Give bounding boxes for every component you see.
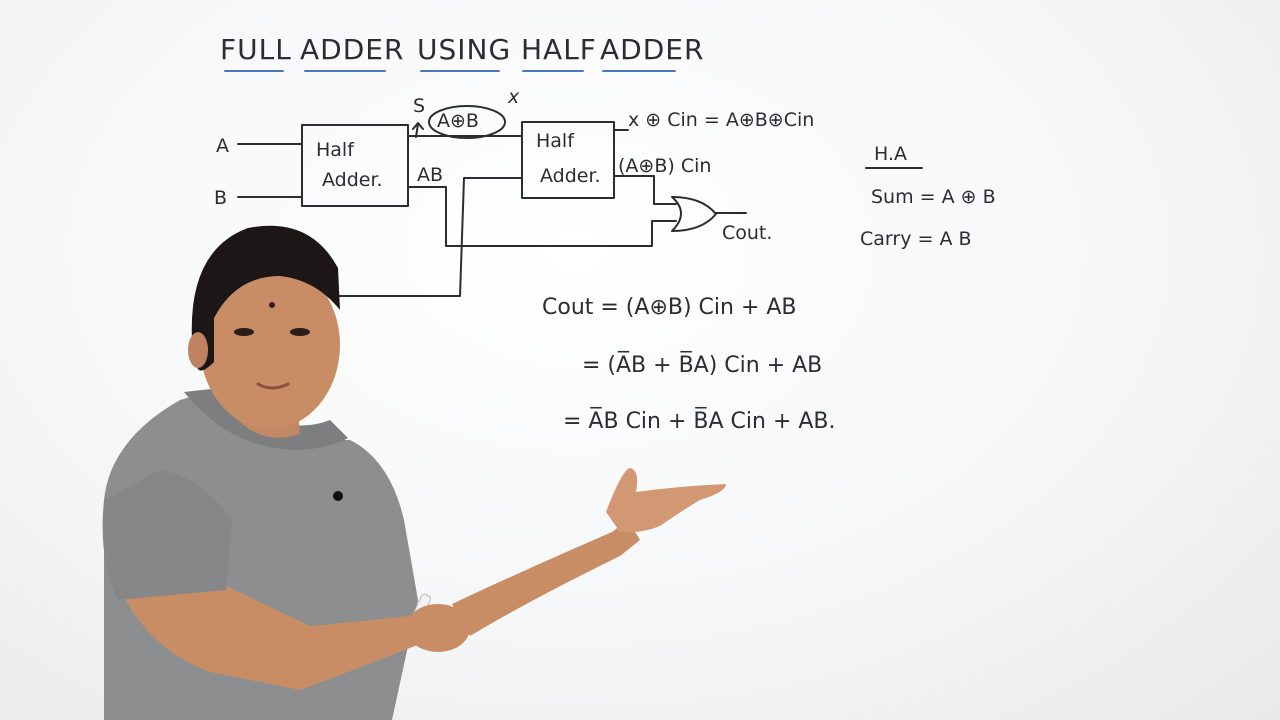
title-word-half: HALF <box>521 33 597 66</box>
presenter-face <box>200 261 340 429</box>
presenter-left-arm <box>120 586 440 690</box>
ha-carry: Carry = A B <box>860 228 972 250</box>
presenter-right-arm <box>452 520 640 636</box>
input-b-label: B <box>214 187 228 209</box>
title-underline <box>522 70 584 72</box>
carry-1-label: AB <box>417 164 444 186</box>
half-adder-2-box <box>521 121 615 199</box>
sum-arrow <box>412 122 424 138</box>
presenter-hair <box>191 225 340 371</box>
presenter-right-eye <box>290 328 310 336</box>
presenter-mouth <box>256 382 290 390</box>
sum-ellipse <box>428 105 506 139</box>
sum-output-label: x ⊕ Cin = A⊕B⊕Cin <box>628 109 815 131</box>
presenter-left-sleeve <box>102 470 232 600</box>
half-adder-2-label: Half <box>536 130 574 152</box>
ha-heading: H.A <box>874 143 907 165</box>
title-word-using: USING <box>417 33 512 66</box>
half-adder-1-box <box>301 124 409 207</box>
title-word-adder-2: ADDER <box>600 33 705 66</box>
presenter-left-hand <box>406 604 470 652</box>
title-word-full: FULL <box>220 33 292 66</box>
sum-value: A⊕B <box>437 110 479 132</box>
presenter-left-eye <box>234 328 254 336</box>
title-underline <box>224 70 284 72</box>
half-adder-2-label: Adder. <box>540 165 601 187</box>
title-underline <box>304 70 386 72</box>
derivation-line-1: Cout = (A⊕B) Cin + AB <box>542 295 797 320</box>
half-adder-1-label: Half <box>316 139 354 161</box>
carry-2-label: (A⊕B) Cin <box>618 155 712 177</box>
title-word-adder: ADDER <box>300 33 405 66</box>
half-adder-1-label: Adder. <box>322 169 383 191</box>
x-label: x <box>508 86 520 108</box>
input-a-label: A <box>216 135 229 157</box>
wire-carry-1 <box>407 186 677 247</box>
cout-label: Cout. <box>722 222 773 244</box>
sum-label: S <box>413 95 426 117</box>
presenter-ear <box>188 332 208 368</box>
presenter-open-hand <box>606 468 726 533</box>
derivation-line-2: = (A̅B + B̅A) Cin + AB <box>582 353 823 378</box>
title-underline <box>602 70 676 72</box>
title-underline <box>420 70 500 72</box>
or-gate <box>671 196 717 232</box>
ha-sum: Sum = A ⊕ B <box>871 186 996 208</box>
wire-cin <box>337 177 523 297</box>
lapel-microphone <box>333 491 343 501</box>
derivation-line-3: = A̅B Cin + B̅A Cin + AB. <box>563 409 836 434</box>
presenter-bindi <box>269 302 275 308</box>
wire-carry-2 <box>613 175 677 205</box>
